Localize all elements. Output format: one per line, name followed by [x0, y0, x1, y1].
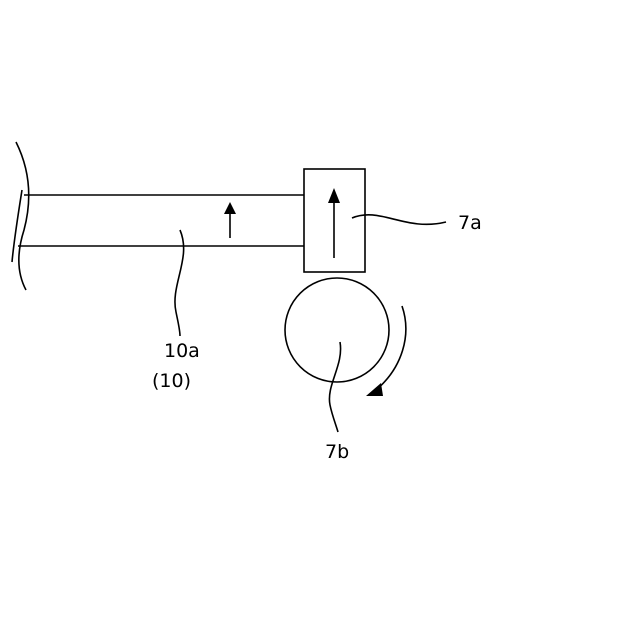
rotation-arrow-head: [366, 383, 383, 396]
rotation-arc: [376, 306, 406, 390]
label-7a: 7a: [458, 212, 482, 234]
box-arrow-head: [328, 188, 340, 203]
break-line-left-2: [12, 190, 22, 262]
leader-7b: [329, 342, 340, 432]
label-10: (10): [152, 370, 191, 392]
belt-arrow-head: [224, 202, 236, 214]
label-10a: 10a: [164, 340, 200, 362]
leader-7a: [352, 215, 446, 225]
label-7b: 7b: [325, 441, 349, 463]
